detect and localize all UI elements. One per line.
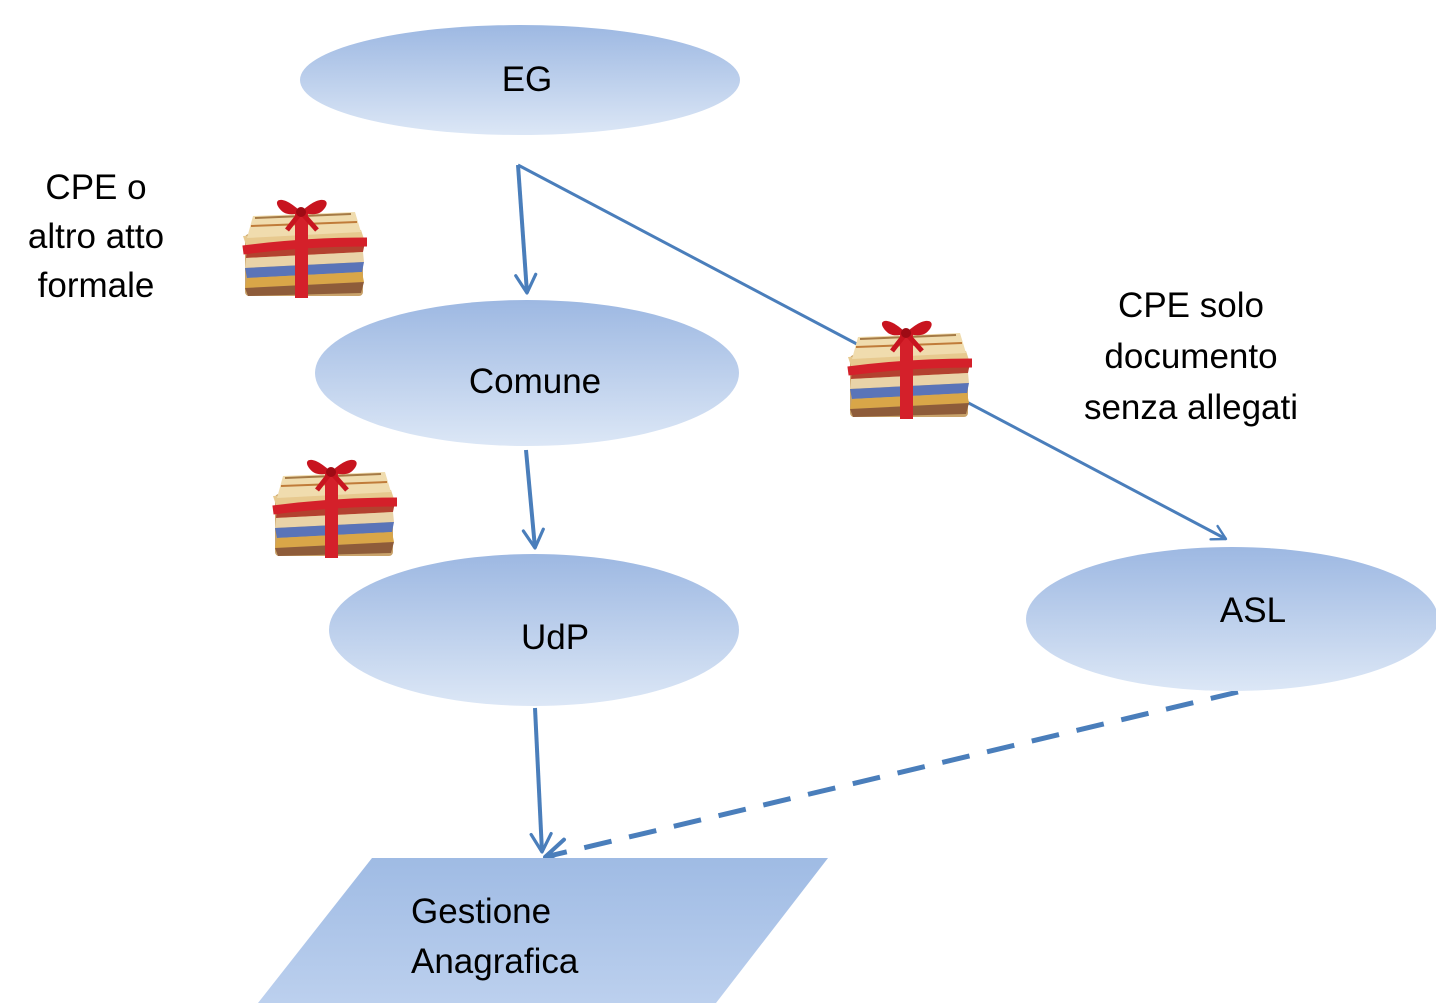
node-gestione-label-line1: Gestione <box>411 892 551 931</box>
edge-udp-to-gestione <box>529 707 553 854</box>
node-gestione-label-line2: Anagrafica <box>411 942 579 981</box>
node-comune-label: Comune <box>469 362 601 401</box>
node-udp-label: UdP <box>521 618 589 657</box>
left-label-line2: altro atto <box>28 217 164 256</box>
edge-comune-to-udp <box>521 449 545 550</box>
edge-eg-to-comune <box>514 164 538 295</box>
edge-asl-to-gestione-dashed <box>543 689 1239 866</box>
node-eg <box>300 25 740 135</box>
document-bundle-icon <box>243 200 367 298</box>
node-udp <box>329 554 739 706</box>
node-asl <box>1026 547 1436 691</box>
document-bundle-icon <box>273 460 397 558</box>
node-asl-label: ASL <box>1220 591 1286 630</box>
right-label-line1: CPE solo <box>1118 286 1264 325</box>
node-gestione-anagrafica <box>258 858 828 1003</box>
left-label-line3: formale <box>38 266 155 305</box>
right-label-line2: documento <box>1104 337 1277 376</box>
document-bundle-icon <box>848 321 972 419</box>
node-eg-label: EG <box>502 60 553 99</box>
node-comune <box>315 300 739 446</box>
left-label-line1: CPE o <box>45 168 146 207</box>
right-label-line3: senza allegati <box>1084 388 1298 427</box>
